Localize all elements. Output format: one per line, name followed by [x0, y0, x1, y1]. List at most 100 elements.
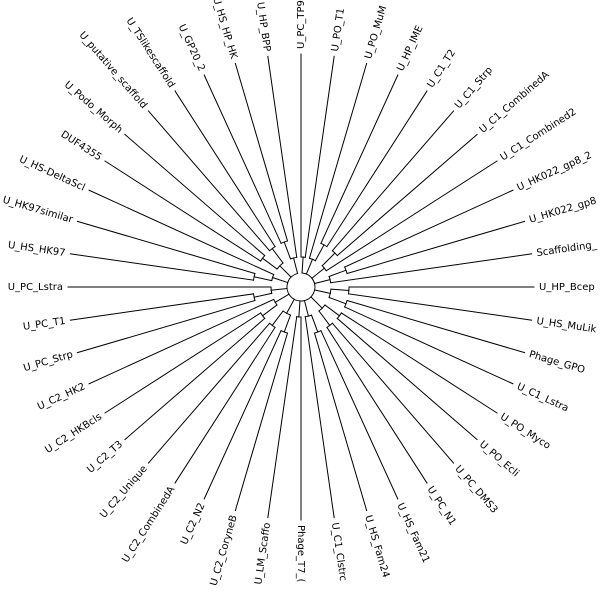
leaf-label: U_Podo_Morph — [62, 79, 124, 135]
leaf-label: U_PO_T1 — [330, 7, 347, 52]
leaf-label: U_HP_BPP — [254, 1, 272, 52]
leaf-branch — [331, 322, 455, 464]
internal-branch — [311, 267, 326, 279]
leaf-branch — [343, 189, 514, 268]
leaf-label: U_HS_HK97 — [7, 240, 66, 259]
leaf-label: U_C1_T2 — [425, 48, 458, 90]
leaf-branch — [346, 220, 526, 275]
leaf-label: U_PC_T1 — [22, 316, 66, 333]
leaf-branch — [304, 55, 335, 258]
internal-branch — [313, 278, 331, 285]
leaf-label: U_C2_N2 — [179, 501, 208, 546]
leaf-label: U_C2_HK2 — [36, 381, 87, 412]
internal-branch — [271, 310, 284, 327]
leaf-branch — [308, 62, 368, 259]
leaf-label: U_HK022_gp8_2 — [515, 150, 593, 194]
leaf-branch — [174, 90, 276, 248]
leaf-label: U_C2_T3 — [85, 439, 125, 476]
leaf-branch — [147, 322, 271, 464]
internal-branch — [279, 265, 292, 278]
internal-branch — [321, 252, 336, 267]
leaf-branch — [124, 133, 266, 257]
leaf-label: U_C2_CombinedA — [120, 484, 177, 564]
leaf-label: U_PO_Myco — [498, 411, 552, 451]
leaf-branch — [69, 253, 255, 281]
leaf-branch — [320, 74, 399, 245]
internal-branch — [328, 269, 347, 278]
internal-branch — [253, 276, 273, 282]
internal-branch — [301, 256, 304, 274]
leaf-label: U_PC_N1 — [425, 485, 458, 528]
leaf-branch — [343, 306, 514, 385]
internal-branch — [270, 287, 288, 291]
internal-branch — [310, 296, 323, 309]
leaf-branch — [76, 299, 256, 354]
leaf-branch — [76, 220, 256, 275]
internal-branch — [328, 296, 347, 305]
leaf-branch — [234, 62, 289, 242]
leaf-branch — [267, 316, 298, 519]
leaf-branch — [104, 160, 262, 262]
leaf-branch — [203, 329, 282, 500]
leaf-label: U_HS_Fam21 — [394, 501, 431, 564]
internal-branch — [285, 298, 295, 315]
internal-branch — [330, 288, 350, 291]
leaf-label: U_PO_Ecli — [477, 439, 521, 479]
internal-branch — [314, 244, 325, 262]
leaf-branch — [326, 90, 428, 248]
leaf-label: U_C2_Unique — [98, 464, 149, 521]
internal-branch — [324, 304, 341, 317]
leaf-branch — [203, 74, 282, 245]
leaf-branch — [313, 332, 368, 512]
internal-branch — [271, 247, 284, 264]
internal-branch — [283, 314, 292, 333]
leaf-label: U_PC_DMS3 — [452, 464, 499, 516]
leaf-label: U_HS-DeltaScl — [17, 154, 86, 194]
leaf-label: U_HP_Bcep — [539, 282, 595, 293]
leaf-branch — [326, 326, 428, 484]
internal-branch — [314, 289, 331, 294]
leaf-branch — [88, 189, 275, 276]
leaf-branch — [234, 332, 289, 512]
leaf-label: U_C1_Lstra — [515, 381, 570, 414]
leaf-branch — [147, 110, 271, 252]
leaf-branch — [346, 299, 526, 354]
leaf-label: U_GP20_2 — [176, 23, 207, 73]
leaf-label: U_C1_Strp — [453, 65, 495, 111]
leaf-branch — [174, 326, 276, 484]
leaf-branch — [124, 317, 266, 441]
leaf-label: Scaffolding_ — [536, 239, 599, 259]
internal-branch — [253, 292, 273, 298]
leaf-branch — [336, 317, 478, 441]
leaf-branch — [340, 312, 498, 414]
leaf-branch — [325, 160, 498, 272]
leaf-branch — [104, 312, 262, 414]
internal-branch — [298, 300, 301, 318]
leaf-label: U_LM_Scaffo — [253, 522, 273, 585]
leaf-label: U_HS_Fam24 — [362, 514, 391, 579]
clade-arc — [286, 272, 316, 302]
leaf-label: U_HS_MuLik — [536, 316, 597, 335]
internal-branch — [310, 314, 319, 333]
leaf-label: U_HK97similar — [1, 195, 75, 226]
leaf-label: U_PC_Strp — [22, 349, 74, 374]
leaf-label: U_HP_IME — [395, 24, 425, 73]
internal-branch — [283, 241, 292, 260]
leaf-label: Phage_GPO — [528, 349, 587, 376]
leaf-label: U_PC_Lstra — [8, 282, 63, 293]
leaf-label: U_HS_HP_HK — [210, 0, 239, 61]
leaf-branch — [336, 133, 478, 257]
leaf-branch — [88, 298, 275, 385]
leaf-label: U_C1_Clstrc — [329, 522, 348, 582]
leaf-branch — [347, 293, 533, 321]
internal-branch — [292, 257, 299, 275]
leaf-label: U_TSlikescaffold — [124, 16, 177, 90]
internal-branch — [318, 310, 331, 327]
leaf-branch — [69, 293, 255, 321]
leaf-label: U_C2_HKBcls — [43, 411, 104, 455]
leaf-label: Phage_T7_( — [295, 525, 306, 582]
leaf-branch — [330, 253, 533, 284]
leaf-label: DUF4355 — [59, 129, 104, 163]
